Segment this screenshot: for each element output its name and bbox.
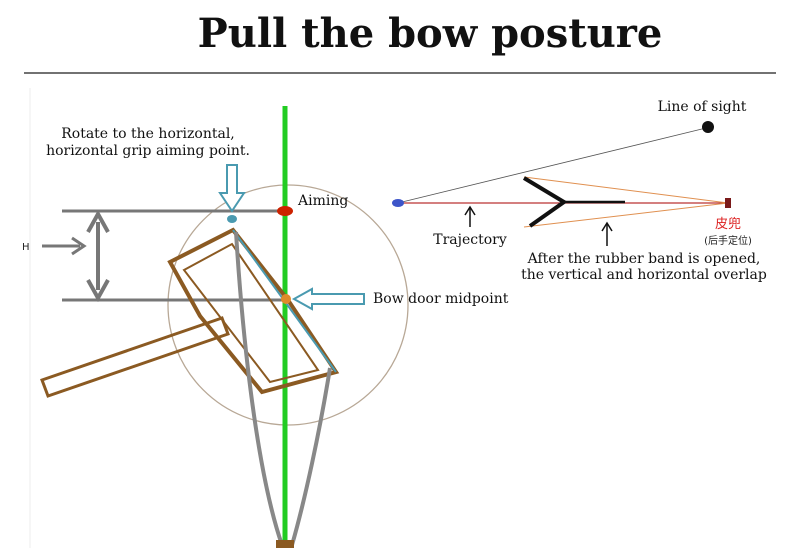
overlap-up-arrow-head: [601, 221, 613, 232]
side-pointer-arrow-head: [71, 236, 87, 256]
projectile-point: [392, 199, 404, 207]
page-title: Pull the bow posture: [198, 10, 663, 57]
rubber-band-label-line1: After the rubber band is opened,: [527, 251, 761, 267]
sight-target: [702, 121, 714, 133]
aiming-point: [277, 206, 293, 216]
height-arrow-down-head: [86, 279, 110, 303]
grip-aiming-point: [227, 215, 237, 223]
band-upper: [523, 176, 729, 204]
pouch-bottom: [276, 540, 294, 548]
trajectory-label: Trajectory: [433, 232, 507, 248]
pouch-label: 皮兜: [715, 217, 741, 232]
fork-circle: [167, 184, 409, 426]
line-of-sight: [397, 127, 707, 204]
rotate-label-line1: Rotate to the horizontal,: [61, 126, 235, 142]
slingshot-fork-frame: [167, 227, 340, 395]
slingshot-fork-inner: [182, 242, 320, 384]
side-mark: H: [22, 242, 30, 253]
midpoint-pointer-arrow: [291, 287, 365, 311]
rubber-band-right: [290, 367, 332, 546]
rotate-label-line2: horizontal grip aiming point.: [46, 143, 250, 159]
band-lower: [523, 202, 729, 228]
aiming-label: Aiming: [297, 193, 348, 209]
pouch-note: (后手定位): [704, 234, 752, 247]
pouch-marker: [725, 198, 731, 208]
height-arrow-up-head: [86, 209, 110, 233]
slingshot-posture-figure: H Rotate to the horizontal, horizontal g…: [22, 106, 509, 548]
sight-line-figure: Line of sight 皮兜 (后手定位) Trajectory After…: [392, 99, 767, 283]
bow-door-midpoint: [281, 294, 291, 304]
bow-door-midpoint-label: Bow door midpoint: [373, 291, 509, 307]
rubber-band-left: [234, 231, 284, 546]
fork-chevron: [522, 176, 568, 228]
slingshot-handle: [40, 316, 230, 398]
line-of-sight-label: Line of sight: [658, 99, 747, 115]
rubber-band-label-line2: the vertical and horizontal overlap: [521, 267, 767, 283]
trajectory-up-arrow-head: [464, 205, 476, 216]
rotate-down-arrow: [218, 164, 246, 213]
